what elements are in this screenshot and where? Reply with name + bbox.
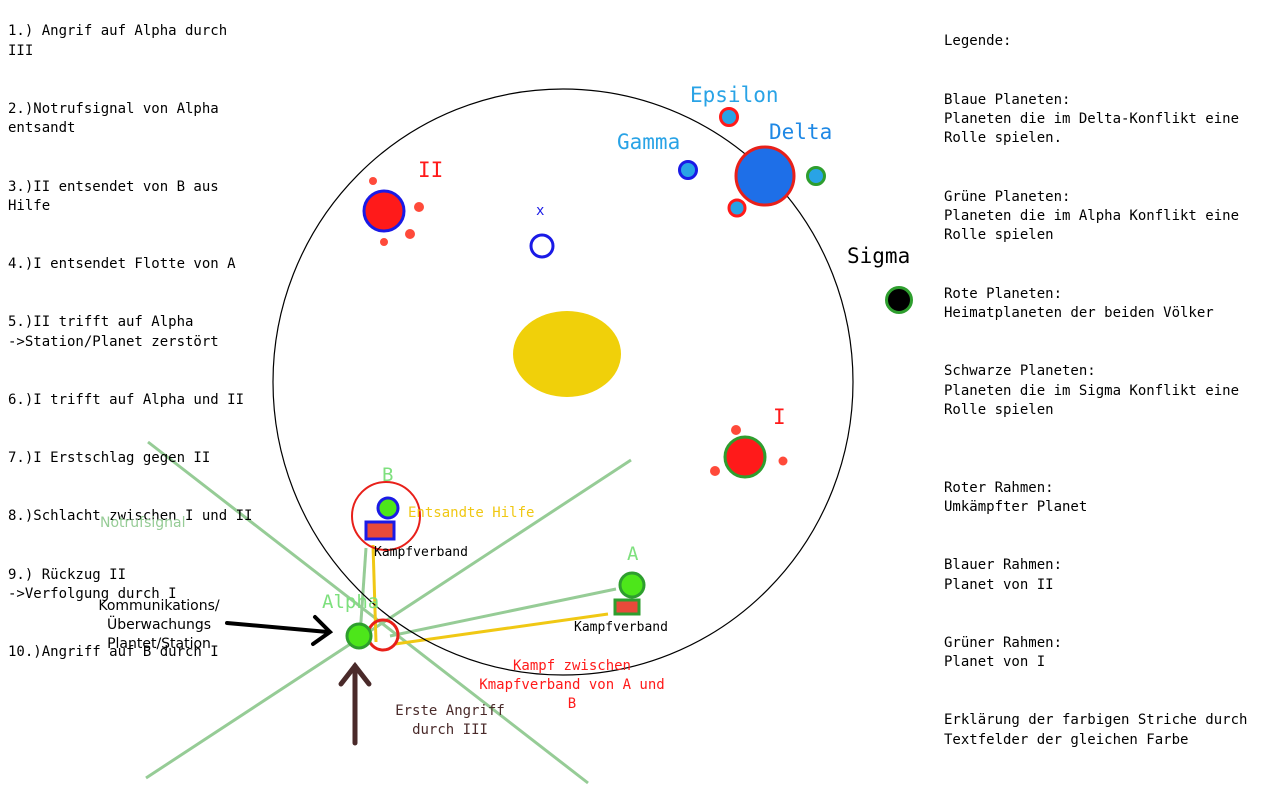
signal-lines bbox=[145, 440, 632, 785]
planet-gamma bbox=[678, 160, 698, 180]
signal-line bbox=[147, 440, 589, 785]
label-x: x bbox=[536, 203, 545, 219]
fleet-a bbox=[613, 598, 641, 616]
planet-delta bbox=[734, 145, 796, 207]
step-item: 1.) Angrif auf Alpha durch III bbox=[8, 23, 228, 59]
label-sigma: Sigma bbox=[847, 244, 911, 268]
step-item: 6.)I trifft auf Alpha und II bbox=[8, 392, 245, 409]
moon bbox=[778, 456, 788, 466]
planet-sigma bbox=[885, 286, 913, 314]
steps-list: 1.) Angrif auf Alpha durch III 2.)Notruf… bbox=[8, 3, 278, 701]
help-lines bbox=[371, 544, 609, 646]
planet-i bbox=[723, 435, 767, 479]
sun bbox=[513, 311, 621, 397]
label-a: A bbox=[627, 543, 639, 565]
planet-ii bbox=[362, 189, 406, 233]
fleet-b bbox=[364, 520, 396, 541]
signal-line bbox=[389, 587, 617, 638]
moon bbox=[731, 425, 741, 435]
moon bbox=[414, 202, 424, 212]
moon bbox=[710, 466, 720, 476]
planet-x bbox=[529, 233, 555, 259]
step-item: 2.)Notrufsignal von Alpha entsandt bbox=[8, 101, 219, 137]
moon-delta-green bbox=[806, 166, 826, 186]
step-item: 3.)II entsendet von B aus Hilfe bbox=[8, 178, 219, 215]
legend-item: Schwarze Planeten: Planeten die im Sigma… bbox=[944, 363, 1240, 419]
planet-b bbox=[376, 496, 400, 520]
planet-b-frame bbox=[351, 481, 421, 551]
planet-epsilon bbox=[719, 107, 739, 127]
station-arrow bbox=[225, 615, 334, 646]
legend-item: Blaue Planeten: Planeten die im Delta-Ko… bbox=[944, 91, 1240, 147]
legend-item: Grüner Rahmen: Planet von I bbox=[944, 634, 1063, 671]
signal-line bbox=[145, 458, 632, 780]
annotation-kampfverband-b: Kampfverband bbox=[374, 545, 468, 560]
label-alpha: Alpha bbox=[322, 591, 380, 613]
legend-item: Erklärung der farbigen Striche durch Tex… bbox=[944, 712, 1248, 748]
legend-item: Blauer Rahmen: Planet von II bbox=[944, 557, 1063, 593]
label-epsilon: Epsilon bbox=[690, 83, 779, 107]
label-gamma: Gamma bbox=[617, 130, 681, 154]
moon bbox=[369, 177, 377, 185]
label-b: B bbox=[382, 464, 394, 486]
annotation-entsandte-hilfe: Entsandte Hilfe bbox=[408, 505, 535, 521]
planet-a bbox=[618, 571, 646, 599]
step-item: 10.)Angriff auf B durch I bbox=[8, 644, 219, 661]
annotation-kampfverband-a: Kampfverband bbox=[574, 620, 668, 635]
attack-arrow bbox=[338, 661, 372, 746]
moon bbox=[405, 229, 415, 239]
label-delta: Delta bbox=[769, 120, 833, 144]
step-item: 8.)Schlacht zwischen I und II bbox=[8, 508, 253, 525]
help-line bbox=[371, 544, 378, 643]
legend-item: Roter Rahmen: Umkämpfter Planet bbox=[944, 479, 1088, 516]
annotation-notrufsignal: Notrufsignal bbox=[100, 515, 186, 531]
step-item: 7.)I Erstschlag gegen II bbox=[8, 450, 211, 467]
legend-title: Legende: bbox=[944, 33, 1012, 50]
moon bbox=[380, 238, 388, 246]
moon-delta-red bbox=[727, 198, 747, 218]
signal-line bbox=[358, 547, 368, 637]
legend: Legende: Blaue Planeten: Planeten die im… bbox=[944, 13, 1274, 789]
step-item: 4.)I entsendet Flotte von A bbox=[8, 256, 236, 273]
annotation-kommunikation: Kommunikations/ Überwachungs Plantet/Sta… bbox=[98, 598, 220, 652]
orbit-circle bbox=[272, 88, 854, 676]
help-line bbox=[394, 612, 609, 646]
annotation-kampf: Kampf zwischen Kmapfverband von A und B bbox=[479, 658, 665, 712]
legend-item: Grüne Planeten: Planeten die im Alpha Ko… bbox=[944, 188, 1240, 244]
step-item: 5.)II trifft auf Alpha ->Station/Planet … bbox=[8, 314, 219, 350]
annotation-erste-angriff: Erste Angriff durch III bbox=[395, 703, 505, 738]
step-item: 9.) Rückzug II ->Verfolgung durch I bbox=[8, 566, 177, 603]
legend-item: Rote Planeten: Heimatplaneten der beiden… bbox=[944, 285, 1214, 322]
label-i: I bbox=[773, 405, 786, 429]
planet-alpha bbox=[345, 622, 373, 650]
label-ii: II bbox=[418, 158, 444, 182]
